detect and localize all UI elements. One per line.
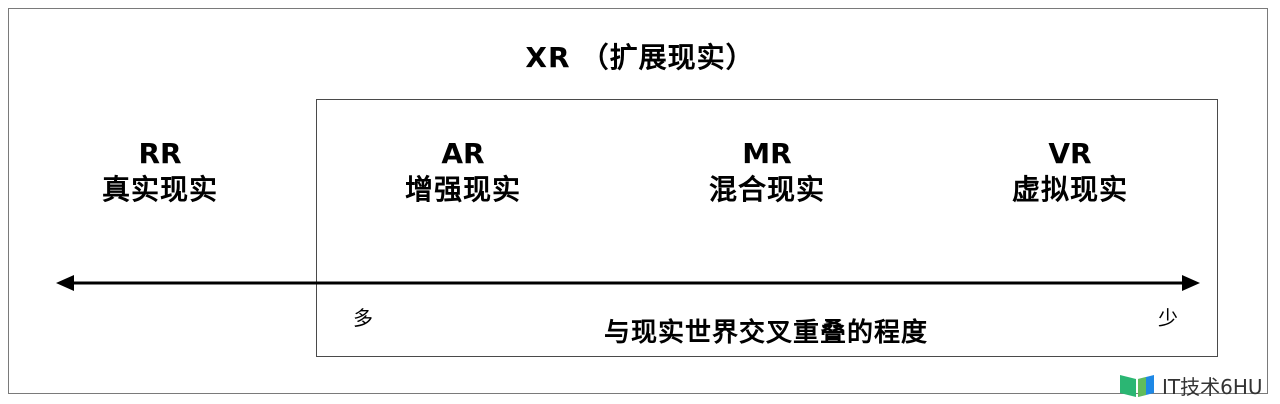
category-mr: MR 混合现实 [667,138,867,210]
axis-caption: 与现实世界交叉重叠的程度 [603,318,928,348]
xr-extended-reality-frame [316,99,1218,357]
category-vr-name: 虚拟现实 [1011,173,1128,206]
category-rr-abbr: RR [138,137,182,170]
category-vr: VR 虚拟现实 [970,138,1170,210]
title-name: （扩展现实） [580,41,755,74]
category-vr-abbr: VR [1048,137,1092,170]
category-ar: AR 增强现实 [363,138,563,210]
watermark-text: IT技术6HU [1162,374,1263,399]
axis-right-arrowhead [1182,275,1200,291]
category-ar-name: 增强现实 [404,173,521,206]
watermark-logo-icon [1120,375,1154,397]
axis-left-arrowhead [56,275,74,291]
category-mr-abbr: MR [742,137,792,170]
category-ar-abbr: AR [441,137,485,170]
axis-low-end-label: 多 [353,306,373,330]
watermark: IT技术6HU [1118,369,1263,401]
diagram-outer-frame [8,8,1268,394]
title-abbr: XR [525,41,571,74]
category-rr: RR 真实现实 [60,138,260,210]
category-mr-name: 混合现实 [708,173,825,206]
axis-high-end-label: 少 [1158,306,1178,330]
category-rr-name: 真实现实 [101,173,218,206]
diagram-title: XR （扩展现实） [0,36,1280,76]
